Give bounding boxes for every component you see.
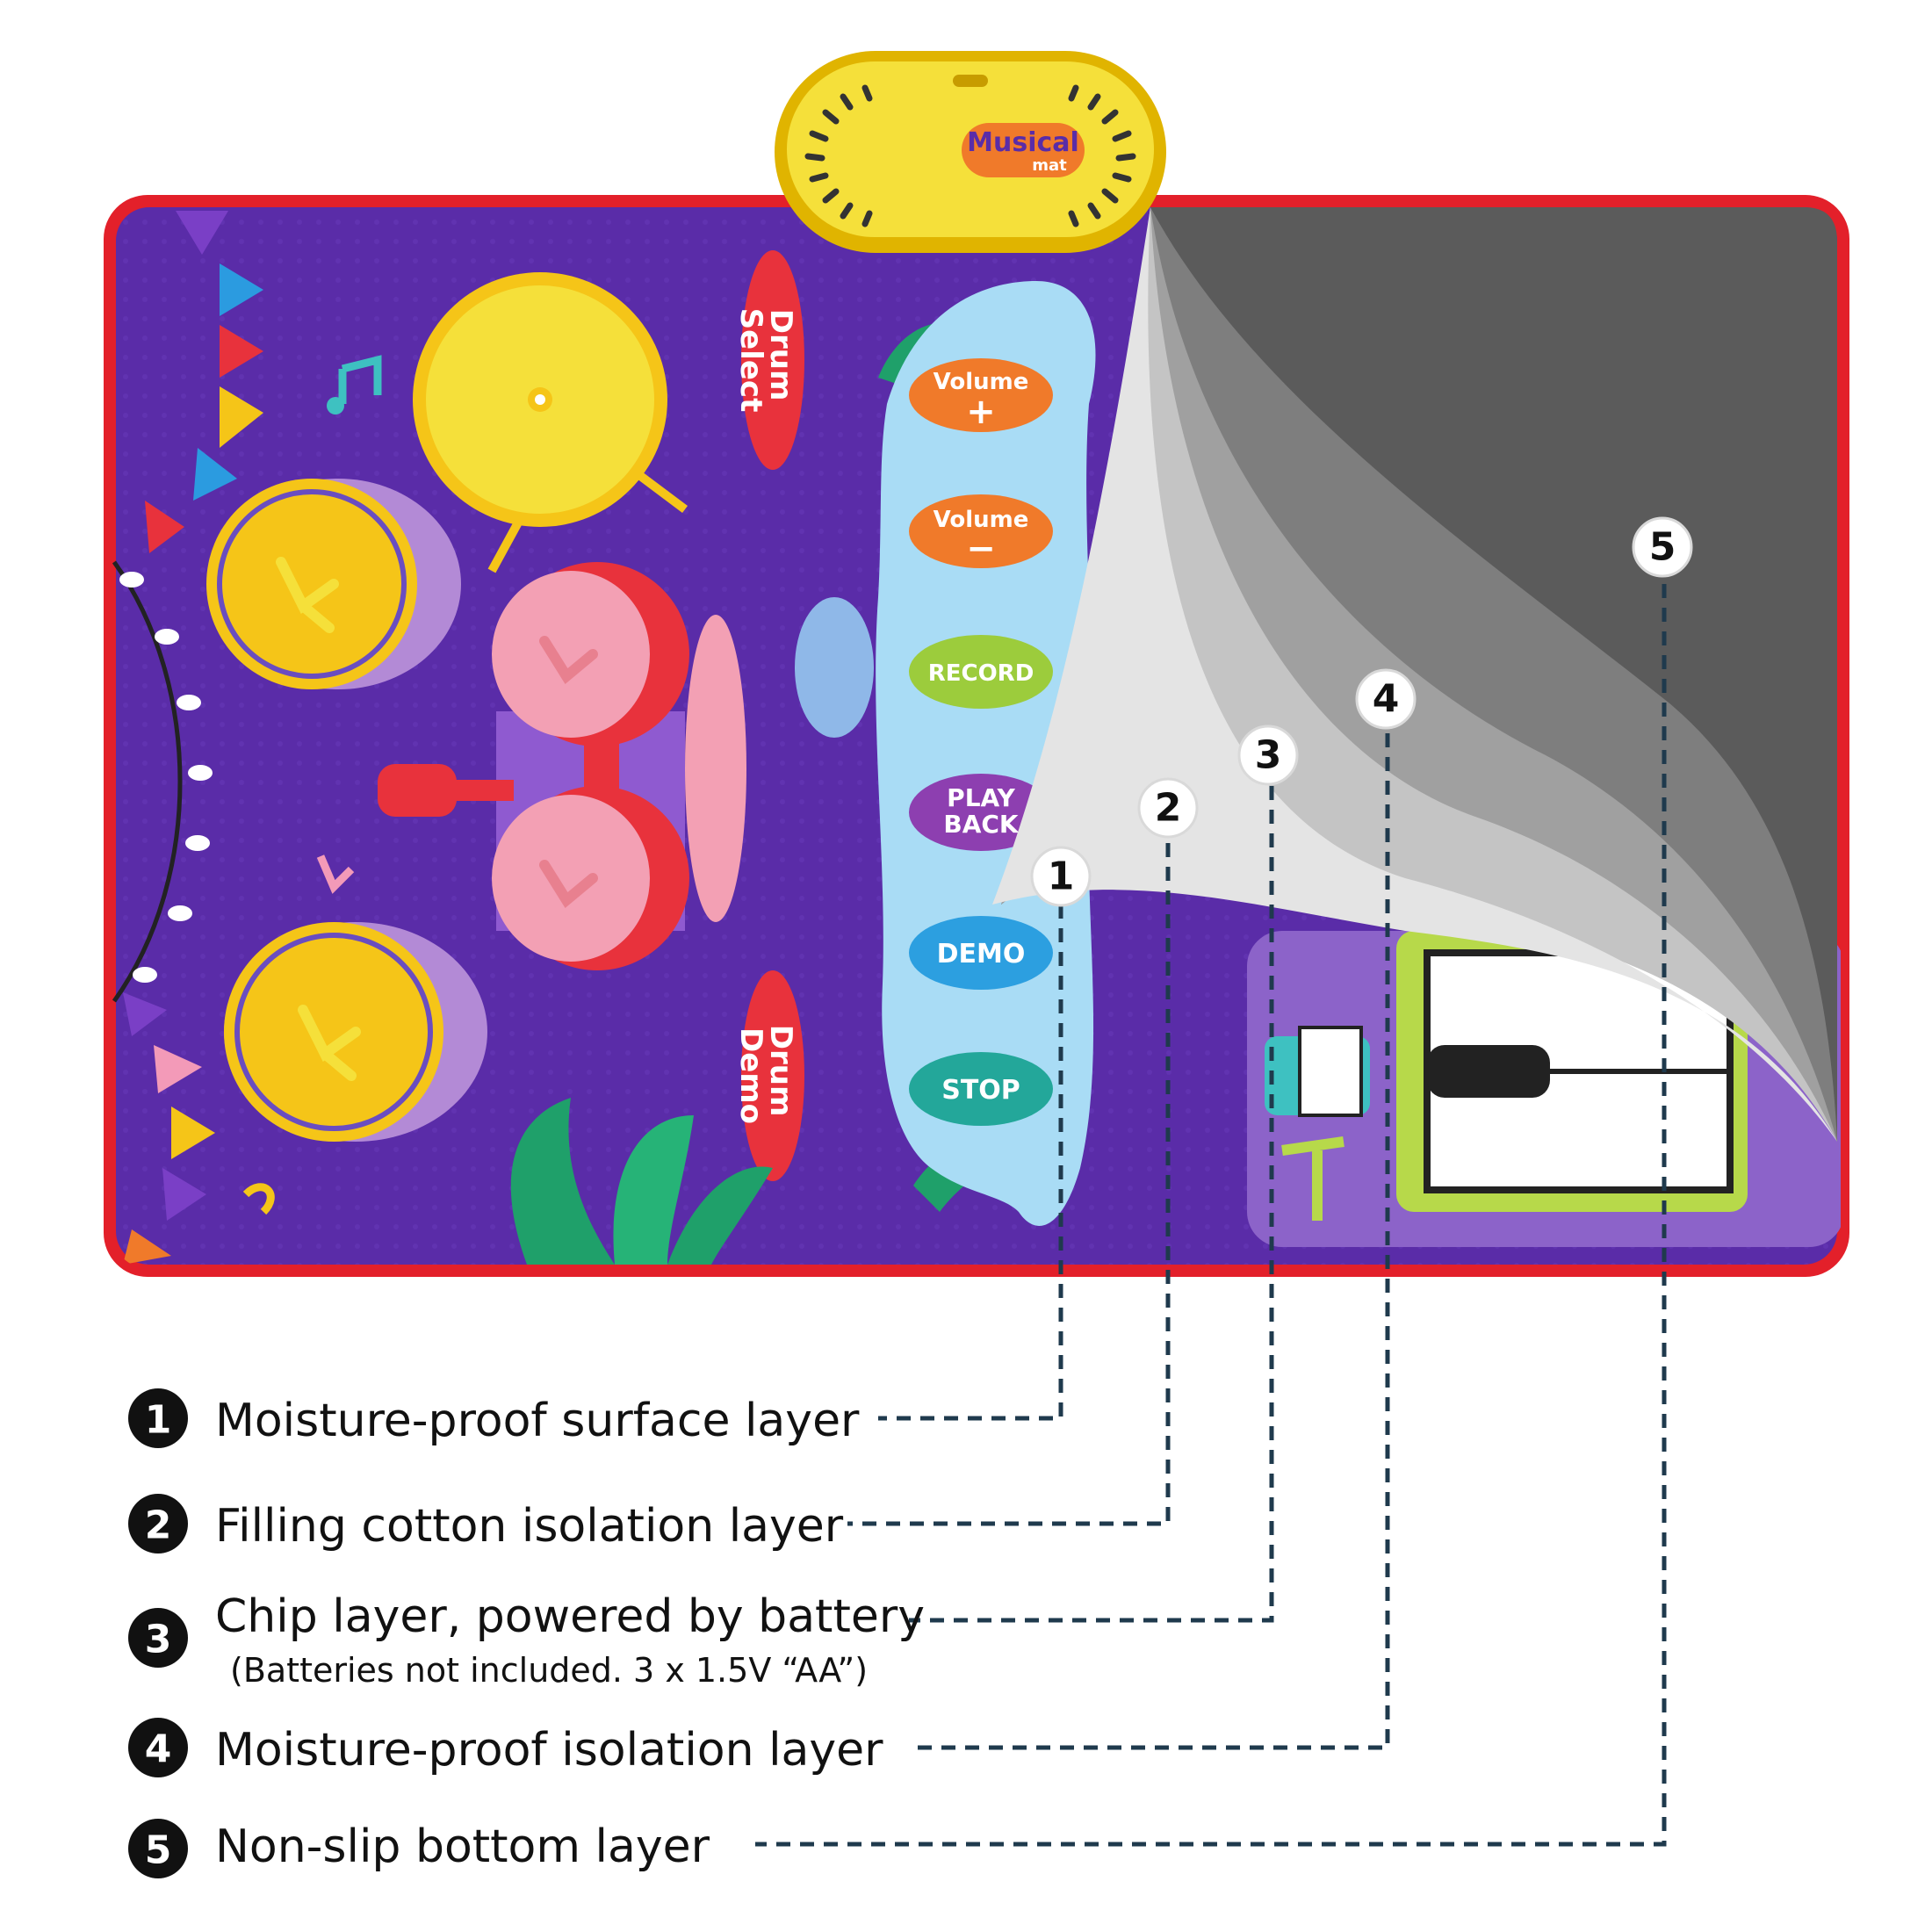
- drum-demo-text-2: Demo: [733, 1027, 768, 1124]
- piano-area: [1247, 931, 1841, 1247]
- peeled-layers: [992, 207, 1837, 1142]
- drum-demo-pad[interactable]: Drum Demo: [733, 970, 804, 1181]
- legend-item-3: 3 Chip layer, powered by battery (Batter…: [128, 1590, 925, 1690]
- leader-line-2: [847, 843, 1171, 1526]
- marker-4-text: 4: [1373, 677, 1400, 722]
- legend-item-4: 4 Moisture-proof isolation layer: [128, 1718, 883, 1777]
- legend-num-2: 2: [145, 1503, 172, 1548]
- legend-item-1: 1 Moisture-proof surface layer: [128, 1388, 860, 1448]
- volume-down-label: Volume: [934, 507, 1029, 533]
- leader-line-3: [909, 786, 1274, 1623]
- layer-2: [1019, 207, 1837, 1142]
- speaker-box: Musical mat: [775, 51, 1166, 253]
- legend-label-3: Chip layer, powered by battery: [215, 1590, 925, 1643]
- playback-button[interactable]: PLAY BACK: [909, 774, 1053, 851]
- marker-5: 5: [1632, 516, 1693, 578]
- legend-sub-3: (Batteries not included. 3 x 1.5V “AA”): [230, 1651, 868, 1690]
- legend-num-4: 4: [145, 1727, 172, 1772]
- marker-1-text: 1: [1048, 854, 1075, 899]
- record-label: RECORD: [928, 660, 1034, 687]
- music-note-icons: [242, 355, 382, 1215]
- legend-item-2: 2 Filling cotton isolation layer: [128, 1494, 844, 1554]
- demo-label: DEMO: [937, 939, 1026, 970]
- legend-label-5: Non-slip bottom layer: [215, 1820, 710, 1873]
- volume-up-sign: +: [966, 392, 996, 432]
- legend-num-1: 1: [145, 1398, 172, 1443]
- string-lights: [112, 560, 213, 1003]
- marker-4: 4: [1355, 668, 1417, 730]
- marker-3-text: 3: [1255, 733, 1282, 778]
- logo-top-text: Musical: [967, 127, 1079, 158]
- drum-demo-text-1: Drum: [763, 1025, 798, 1117]
- leader-line-4: [909, 733, 1390, 1750]
- legend-label-4: Moisture-proof isolation layer: [215, 1724, 883, 1777]
- marker-1: 1: [1030, 846, 1092, 907]
- marker-3: 3: [1237, 724, 1299, 786]
- legend-label-2: Filling cotton isolation layer: [215, 1500, 844, 1553]
- leader-lines: [755, 584, 1667, 1847]
- demo-button[interactable]: DEMO: [909, 916, 1053, 990]
- drum-select-text-1: Drum: [763, 309, 798, 401]
- volume-down-button[interactable]: Volume −: [909, 494, 1053, 569]
- cymbal: [413, 272, 688, 573]
- bunting-flags: [123, 211, 263, 1265]
- music-mat: Drum Select Drum Demo: [104, 51, 1849, 1277]
- legend-num-3: 3: [145, 1618, 172, 1662]
- svg-text:Drum Demo: Drum Demo: [733, 1025, 798, 1127]
- drum-select-text-2: Select: [733, 308, 768, 413]
- volume-up-label: Volume: [934, 369, 1029, 395]
- speaker-grille-left: [804, 84, 873, 227]
- marker-2: 2: [1137, 777, 1199, 839]
- drum-select-pad[interactable]: Drum Select: [733, 250, 804, 470]
- logo-bottom-text: mat: [1032, 156, 1067, 175]
- svg-text:Drum Select: Drum Select: [733, 308, 798, 413]
- marker-5-text: 5: [1649, 525, 1676, 570]
- stop-button[interactable]: STOP: [909, 1052, 1053, 1126]
- layer-1-surface: [992, 207, 1837, 1142]
- snare-drum-kit: [378, 562, 746, 970]
- marker-2-text: 2: [1155, 786, 1182, 831]
- volume-down-sign: −: [966, 529, 996, 569]
- tom-drum-upper: [206, 479, 461, 689]
- record-button[interactable]: RECORD: [909, 635, 1053, 709]
- leader-line-1: [878, 905, 1063, 1421]
- speaker-grille-right: [1068, 84, 1136, 227]
- legend: 1 Moisture-proof surface layer 2 Filling…: [128, 1388, 925, 1878]
- legend-label-1: Moisture-proof surface layer: [215, 1395, 860, 1447]
- brand-logo: Musical mat: [962, 123, 1085, 177]
- legend-num-5: 5: [145, 1828, 172, 1873]
- tom-drum-lower: [224, 922, 487, 1142]
- playback-label-2: BACK: [943, 810, 1020, 839]
- leader-line-5: [755, 584, 1667, 1847]
- volume-up-button[interactable]: Volume +: [909, 358, 1053, 432]
- playback-label-1: PLAY: [947, 783, 1015, 812]
- legend-item-5: 5 Non-slip bottom layer: [128, 1819, 710, 1878]
- stop-label: STOP: [941, 1075, 1020, 1106]
